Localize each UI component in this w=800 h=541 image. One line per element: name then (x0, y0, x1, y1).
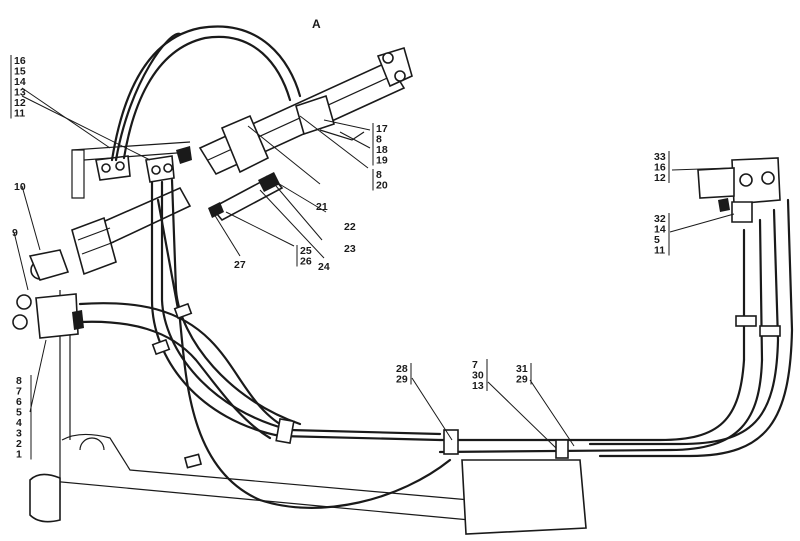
callout-20: 20 (376, 180, 388, 192)
callout-11: 11 (14, 108, 25, 120)
callout-group-8-20: 820 (372, 169, 388, 192)
callout-8: 8 (376, 169, 382, 181)
view-label: A (312, 17, 321, 31)
callout-31: 31 (516, 363, 528, 375)
callout-14: 14 (14, 76, 26, 88)
callout-12: 12 (654, 172, 666, 184)
callout-28: 28 (396, 363, 408, 375)
callout-7: 7 (16, 386, 22, 398)
callout-19: 19 (376, 155, 388, 167)
callout-16: 16 (654, 162, 666, 174)
callout-21: 21 (316, 201, 328, 213)
callout-13: 13 (14, 87, 26, 99)
callout-10: 10 (14, 181, 26, 193)
callout-32: 32 (654, 213, 666, 225)
callout-27: 27 (234, 259, 246, 271)
hose-clamps (151, 302, 781, 469)
callout-12: 12 (14, 97, 26, 109)
callout-1: 1 (16, 449, 22, 461)
callout-9: 9 (12, 227, 18, 239)
callout-17: 17 (376, 123, 388, 135)
callout-4: 4 (16, 417, 22, 429)
callout-13: 13 (472, 380, 484, 392)
callout-30: 30 (472, 370, 484, 382)
callout-3: 3 (16, 428, 22, 440)
distributor-right (697, 157, 781, 223)
leader-lines (13, 87, 735, 449)
distributor-top-left (95, 146, 192, 183)
hoses (78, 25, 794, 509)
callout-29: 29 (396, 374, 408, 386)
callout-29: 29 (516, 374, 528, 386)
callout-18: 18 (376, 144, 388, 156)
tank (461, 459, 587, 535)
callout-22: 22 (344, 221, 356, 233)
callout-26: 26 (300, 256, 312, 268)
callout-7: 7 (472, 359, 478, 371)
callout-8: 8 (376, 134, 382, 146)
callout-2: 2 (16, 438, 22, 450)
callout-8: 8 (16, 375, 22, 387)
callout-15: 15 (14, 66, 26, 78)
valve-block-left (12, 293, 84, 339)
callout-5: 5 (16, 407, 22, 419)
callout-25: 25 (300, 245, 312, 257)
callout-23: 23 (344, 243, 356, 255)
callout-5: 5 (654, 234, 660, 246)
callout-6: 6 (16, 396, 22, 408)
callout-24: 24 (318, 261, 330, 273)
tilt-cylinder (28, 186, 192, 281)
callout-14: 14 (654, 224, 666, 236)
callout-11: 11 (654, 245, 665, 257)
callout-16: 16 (14, 55, 26, 67)
small-cylinder (208, 172, 284, 222)
callout-33: 33 (654, 151, 666, 163)
